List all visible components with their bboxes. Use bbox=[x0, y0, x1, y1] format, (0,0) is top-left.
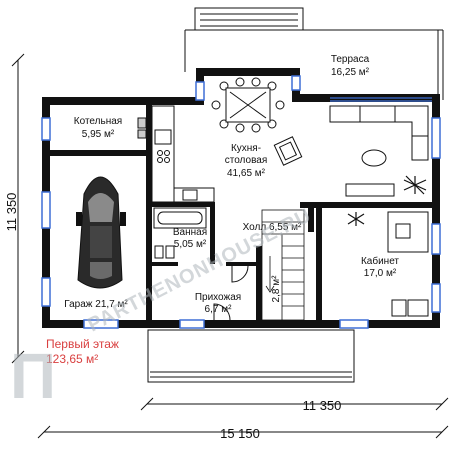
floor-total-area: 123,65 м² bbox=[46, 352, 98, 366]
windows bbox=[41, 75, 441, 329]
office-plant-icon bbox=[347, 212, 365, 226]
bath-fixtures bbox=[154, 245, 175, 259]
floor-title: Первый этаж bbox=[46, 337, 119, 351]
dining-table bbox=[211, 77, 285, 133]
terrace-area: 16,25 м² bbox=[331, 67, 370, 78]
plant-icon bbox=[403, 175, 427, 195]
sliding-doors bbox=[330, 97, 432, 102]
entry-label: Прихожая bbox=[195, 292, 241, 303]
tv-stand bbox=[345, 183, 395, 197]
car-icon bbox=[76, 176, 126, 289]
armchair bbox=[273, 136, 303, 166]
bathtub bbox=[153, 207, 207, 229]
office-desk bbox=[387, 211, 429, 317]
hall-label: Холл 6,55 м² bbox=[243, 222, 302, 233]
terrace-label: Терраса bbox=[331, 54, 370, 65]
bath-area: 5,05 м² bbox=[174, 239, 207, 250]
office-area: 17,0 м² bbox=[364, 268, 397, 279]
coffee-table bbox=[361, 149, 387, 167]
front-door bbox=[213, 265, 249, 321]
kitchen-area: 41,65 м² bbox=[227, 168, 266, 179]
left-dimension-label: 11 350 bbox=[4, 193, 19, 232]
dimension-lines bbox=[11, 53, 449, 439]
watermark-logo: П bbox=[10, 340, 57, 412]
bottom-inner-dimension-label: 11 350 bbox=[303, 398, 342, 413]
bath-label: Ванная bbox=[173, 227, 207, 238]
boiler-room-area: 5,95 м² bbox=[82, 129, 115, 140]
kitchen-label-line2: столовая bbox=[225, 155, 268, 166]
garage-label: Гараж 21,7 м² bbox=[64, 299, 128, 310]
boiler-unit bbox=[137, 117, 147, 139]
entry-area: 6,7 м² bbox=[205, 304, 233, 315]
terrace-outline bbox=[184, 7, 444, 100]
corner-sofa bbox=[329, 105, 429, 161]
stair-area-label: 2,8 м² bbox=[271, 275, 282, 303]
watermark: П PARTHENONHOUSE.RU bbox=[10, 204, 315, 412]
staircase bbox=[261, 209, 305, 321]
kitchen-label-line1: Кухня- bbox=[231, 143, 261, 154]
interior-walls bbox=[50, 100, 440, 328]
front-porch bbox=[147, 329, 355, 383]
boiler-room-label: Котельная bbox=[74, 116, 122, 127]
bottom-total-dimension-label: 15 150 bbox=[220, 426, 260, 441]
kitchen-counter bbox=[151, 105, 215, 203]
office-label: Кабинет bbox=[361, 255, 399, 267]
